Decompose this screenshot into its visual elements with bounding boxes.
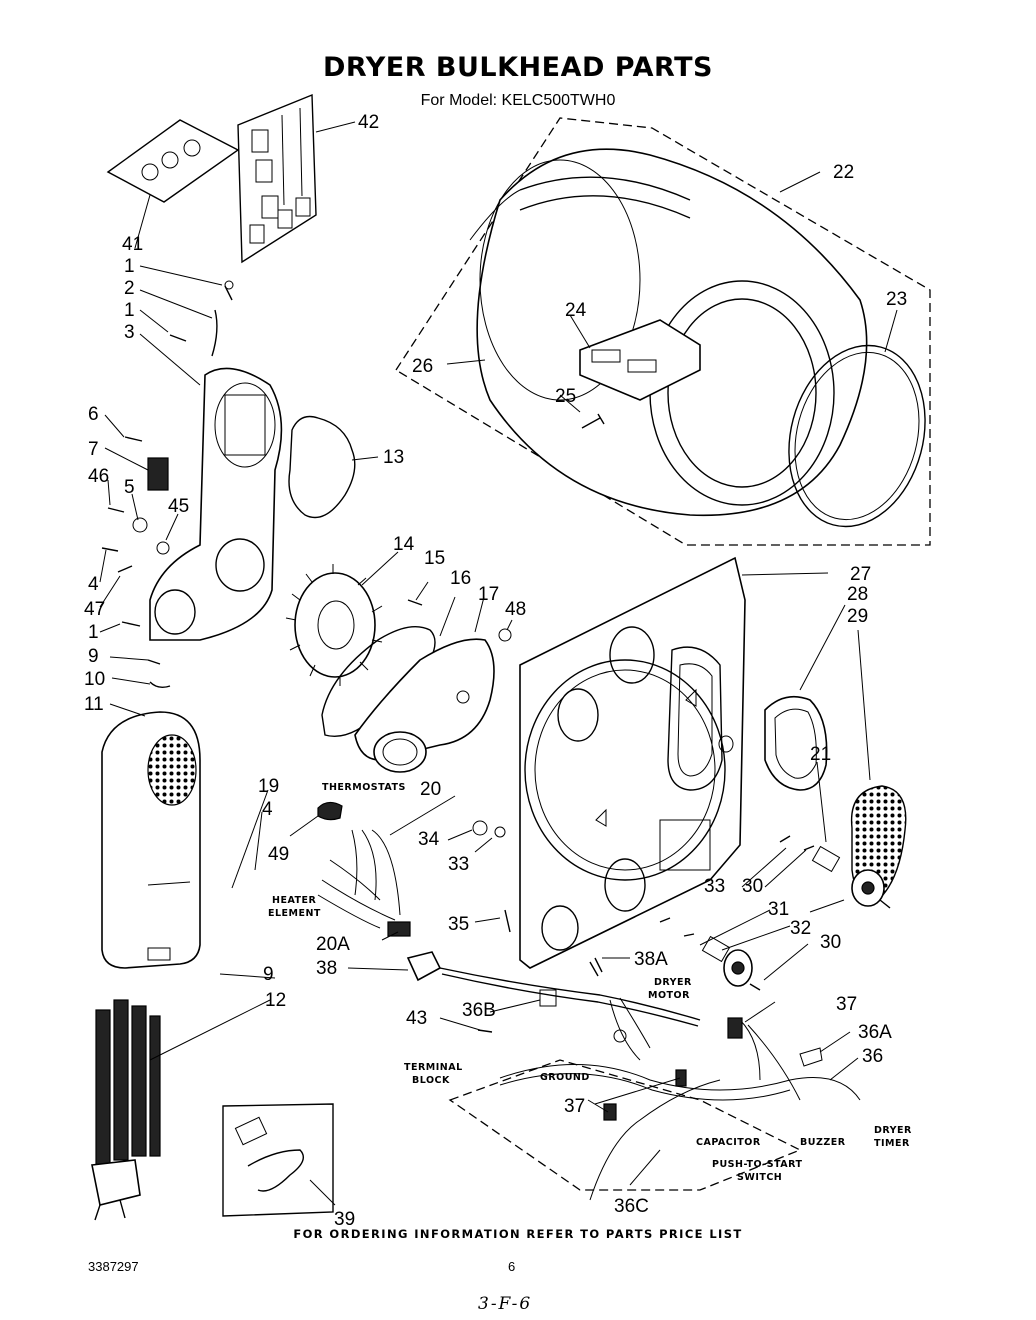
bulkhead-panel	[519, 556, 746, 969]
callout-22: 22	[833, 162, 854, 183]
blower-wheel	[285, 564, 383, 686]
callout-4a: 4	[88, 574, 99, 595]
ordering-note: FOR ORDERING INFORMATION REFER TO PARTS …	[293, 1227, 743, 1241]
callout-16: 16	[450, 568, 471, 589]
callout-36: 36	[862, 1046, 883, 1067]
callout-31: 31	[768, 899, 789, 920]
callout-21: 21	[810, 744, 831, 765]
caption-push-start-1: PUSH-TO-START	[712, 1159, 803, 1170]
callout-10: 10	[84, 669, 105, 690]
callout-20a: 20A	[316, 934, 350, 955]
callout-37b: 37	[564, 1096, 585, 1117]
document-number: 3387297	[88, 1259, 139, 1274]
caption-motor-2: MOTOR	[648, 990, 690, 1001]
callout-17: 17	[478, 584, 499, 605]
callout-15: 15	[424, 548, 445, 569]
heater-housing	[101, 659, 201, 969]
callout-47: 47	[84, 599, 105, 620]
caption-dryer-timer-1: DRYER	[874, 1125, 912, 1136]
callout-32: 32	[790, 918, 811, 939]
leader-lines	[99, 121, 898, 1206]
callout-9b: 9	[263, 964, 274, 985]
housing-seal	[288, 415, 356, 519]
callout-labels: 42 22 41 1 2 1 3 23 24 26 25 6 13 7 46 5…	[84, 112, 907, 1230]
callout-4b: 4	[262, 799, 273, 820]
caption-terminal-2: BLOCK	[412, 1075, 450, 1086]
callout-33b: 33	[704, 876, 725, 897]
caption-push-start-2: SWITCH	[737, 1172, 782, 1183]
callout-35: 35	[448, 914, 469, 935]
caption-heater-2: ELEMENT	[268, 908, 321, 919]
callout-41: 41	[122, 234, 143, 255]
drum-seal-ring	[788, 344, 926, 528]
callout-39: 39	[334, 1209, 355, 1230]
model-subtitle: For Model: KELC500TWH0	[420, 92, 616, 109]
callout-37a: 37	[836, 994, 857, 1015]
lint-filter	[764, 695, 907, 902]
callout-24: 24	[565, 300, 587, 321]
callout-2: 2	[124, 278, 135, 299]
callout-1c: 1	[88, 622, 99, 643]
callout-1b: 1	[124, 300, 135, 321]
callout-12: 12	[265, 990, 286, 1011]
callout-6: 6	[88, 404, 99, 425]
callout-48: 48	[505, 599, 526, 620]
hardware-kits	[106, 93, 317, 264]
wiring-harness	[406, 951, 861, 1201]
callout-27: 27	[850, 564, 871, 585]
callout-3: 3	[124, 322, 135, 343]
callout-29: 29	[847, 606, 868, 627]
caption-ground: GROUND	[540, 1072, 590, 1083]
caption-dryer-timer-2: TIMER	[874, 1138, 910, 1149]
callout-25: 25	[555, 386, 576, 407]
thermostat-harness	[317, 801, 511, 937]
callout-13: 13	[383, 447, 404, 468]
callout-20: 20	[420, 779, 441, 800]
callout-19: 19	[258, 776, 279, 797]
callout-38a: 38A	[634, 949, 668, 970]
callout-14: 14	[393, 534, 415, 555]
callout-36a: 36A	[858, 1022, 892, 1043]
page-number: 6	[508, 1259, 516, 1274]
terminal-kit	[222, 1103, 334, 1217]
idler-assembly	[659, 835, 891, 991]
handwritten-note: 3-F-6	[478, 1294, 533, 1314]
component-captions: THERMOSTATS HEATER ELEMENT DRYER MOTOR T…	[268, 782, 912, 1183]
callout-36c: 36C	[614, 1196, 649, 1217]
blower-housing	[101, 280, 283, 641]
blower-duct	[321, 599, 512, 773]
callout-23: 23	[886, 289, 907, 310]
callout-42: 42	[358, 112, 379, 133]
caption-heater-1: HEATER	[272, 895, 317, 906]
callout-38: 38	[316, 958, 337, 979]
heater-element	[91, 999, 161, 1221]
caption-capacitor: CAPACITOR	[696, 1137, 761, 1148]
callout-46: 46	[88, 466, 109, 487]
page-title: DRYER BULKHEAD PARTS	[323, 52, 713, 83]
callout-30b: 30	[820, 932, 841, 953]
callout-45: 45	[168, 496, 189, 517]
callout-26: 26	[412, 356, 433, 377]
caption-terminal-1: TERMINAL	[404, 1062, 463, 1073]
callout-30a: 30	[742, 876, 763, 897]
callout-28: 28	[847, 584, 868, 605]
callout-11: 11	[84, 694, 104, 715]
callout-9a: 9	[88, 646, 99, 667]
caption-motor-1: DRYER	[654, 977, 692, 988]
callout-5: 5	[124, 477, 135, 498]
callout-43: 43	[406, 1008, 427, 1029]
caption-thermostats: THERMOSTATS	[322, 782, 406, 793]
callout-7: 7	[88, 439, 99, 460]
callout-33a: 33	[448, 854, 469, 875]
callout-36b: 36B	[462, 1000, 496, 1021]
caption-buzzer: BUZZER	[800, 1137, 846, 1148]
callout-49: 49	[268, 844, 289, 865]
callout-1a: 1	[124, 256, 135, 277]
callout-34: 34	[418, 829, 440, 850]
drum-group	[395, 117, 931, 546]
